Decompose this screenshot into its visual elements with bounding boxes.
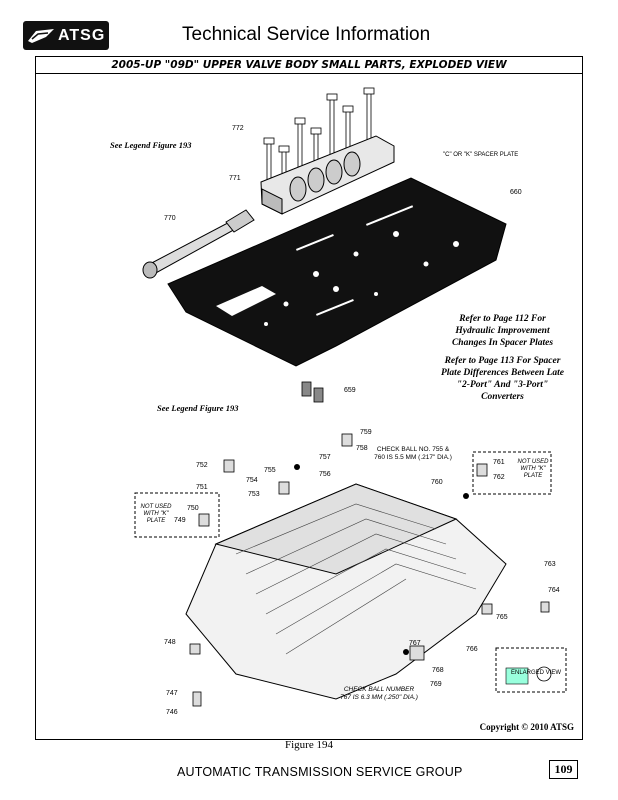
upper-valve-body-771 [260, 135, 395, 215]
page-number: 109 [549, 760, 578, 779]
part-759: 759 [360, 429, 372, 436]
part-762: 762 [493, 474, 505, 481]
part-763: 763 [544, 561, 556, 568]
part-767: 767 [409, 640, 421, 647]
bolt-group [263, 87, 375, 199]
check-ball-755-note: CHECK BALL NO. 755 & 760 IS 5.5 MM (.217… [374, 446, 452, 461]
part-754: 754 [246, 477, 258, 484]
part-751: 751 [196, 484, 208, 491]
part-768: 768 [432, 667, 444, 674]
not-used-left-note: NOT USED WITH "K" PLATE [140, 504, 172, 524]
part-772: 772 [232, 125, 244, 132]
part-757: 757 [319, 454, 331, 461]
logo-text: ATSG [58, 26, 106, 44]
figure-frame [35, 56, 583, 740]
part-769: 769 [430, 681, 442, 688]
spacer-plate-callout: "C" OR "K" SPACER PLATE [443, 152, 518, 158]
legend-reference-mid: See Legend Figure 193 [157, 403, 239, 413]
part-660: 660 [510, 189, 522, 196]
refer-note-113: Refer to Page 113 For Spacer Plate Diffe… [440, 356, 565, 402]
figure-caption: Figure 194 [285, 739, 333, 751]
check-balls [294, 464, 469, 655]
small-parts [189, 433, 550, 707]
copyright: Copyright © 2010 ATSG [479, 722, 574, 732]
part-764: 764 [548, 587, 560, 594]
enlarged-view-detail [505, 667, 529, 685]
part-749: 749 [174, 517, 186, 524]
footer-company: AUTOMATIC TRANSMISSION SERVICE GROUP [177, 765, 463, 779]
refer-note-112: Refer to Page 112 For Hydraulic Improvem… [451, 314, 554, 348]
part-761: 761 [493, 459, 505, 466]
part-770: 770 [164, 215, 176, 222]
not-used-box-left [134, 492, 220, 538]
valve-770 [142, 209, 255, 279]
lower-valve-body [185, 483, 507, 700]
figure-title: 2005-UP "09D" UPPER VALVE BODY SMALL PAR… [111, 59, 507, 71]
exploded-view-diagram: 772 771 770 660 659 759 758 757 756 755 … [134, 87, 567, 716]
part-765: 765 [496, 614, 508, 621]
part-750: 750 [187, 505, 199, 512]
filter-659 [301, 381, 324, 403]
part-number-labels: 772 771 770 660 659 759 758 757 756 755 … [164, 125, 560, 716]
part-752: 752 [196, 462, 208, 469]
title-rule [35, 73, 582, 74]
part-659: 659 [344, 387, 356, 394]
part-766: 766 [466, 646, 478, 653]
atsg-logo: ATSG [23, 21, 109, 50]
check-ball-767-note: CHECK BALL NUMBER 767 IS 6.3 MM (.250" D… [340, 686, 418, 701]
part-756: 756 [319, 471, 331, 478]
part-755: 755 [264, 467, 276, 474]
enlarged-view-label: ENLARGED VIEW [511, 670, 561, 676]
logo-car-icon [28, 28, 54, 43]
not-used-right-note: NOT USED WITH "K" PLATE [517, 459, 549, 479]
enlarged-view-box [495, 647, 567, 693]
part-746: 746 [166, 709, 178, 716]
callout-texts: "C" OR "K" SPACER PLATE ENLARGED VIEW [443, 152, 561, 676]
part-758: 758 [356, 445, 368, 452]
legend-reference-top: See Legend Figure 193 [110, 140, 192, 150]
part-771: 771 [229, 175, 241, 182]
spacer-plate-660 [167, 177, 507, 367]
part-747: 747 [166, 690, 178, 697]
part-760: 760 [431, 479, 443, 486]
part-753: 753 [248, 491, 260, 498]
part-748: 748 [164, 639, 176, 646]
header-title: Technical Service Information [182, 24, 431, 45]
